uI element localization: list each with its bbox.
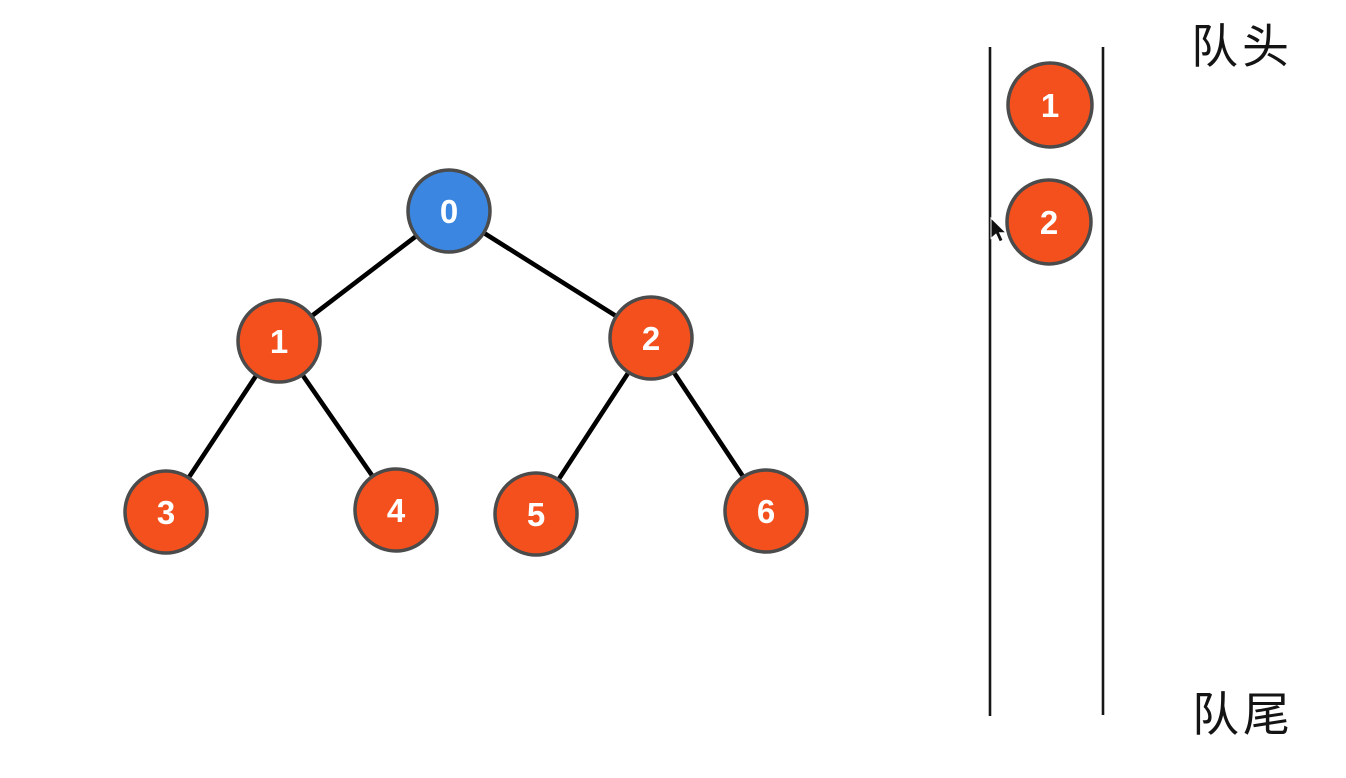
tree-node-3-circle: [123, 469, 209, 555]
tree-node-1: 1: [236, 298, 322, 384]
tree-node-0-circle: [406, 168, 492, 254]
queue-item-2: 2: [1005, 178, 1093, 266]
tree-node-2: 2: [608, 295, 694, 381]
queue-item-1: 1: [1006, 61, 1094, 149]
queue-item-1-circle: [1006, 61, 1094, 149]
queue-item-2-label: 2: [1040, 204, 1058, 241]
tree-node-4-circle: [353, 467, 439, 553]
tree-node-6-label: 6: [757, 493, 775, 530]
tree-node-4-label: 4: [387, 492, 406, 529]
queue-item-2-circle: [1005, 178, 1093, 266]
tree-node-2-label: 2: [642, 320, 660, 357]
tree-node-2-circle: [608, 295, 694, 381]
mouse-cursor-icon: [990, 216, 1008, 243]
tree-node-6-circle: [723, 468, 809, 554]
tree-node-5-circle: [493, 471, 579, 557]
tree-node-0-label: 0: [440, 193, 458, 230]
queue-head-label: 队头: [1191, 20, 1293, 73]
tree-node-3-label: 3: [157, 494, 175, 531]
tree-node-6: 6: [723, 468, 809, 554]
tree-node-0: 0: [406, 168, 492, 254]
tree-node-1-circle: [236, 298, 322, 384]
queue-tail-label: 队尾: [1192, 688, 1294, 741]
tree-node-4: 4: [353, 467, 439, 553]
tree-node-5: 5: [493, 471, 579, 557]
tree-node-5-label: 5: [527, 496, 545, 533]
queue-item-1-label: 1: [1041, 87, 1059, 124]
tree-node-1-label: 1: [270, 323, 288, 360]
tree-node-3: 3: [123, 469, 209, 555]
